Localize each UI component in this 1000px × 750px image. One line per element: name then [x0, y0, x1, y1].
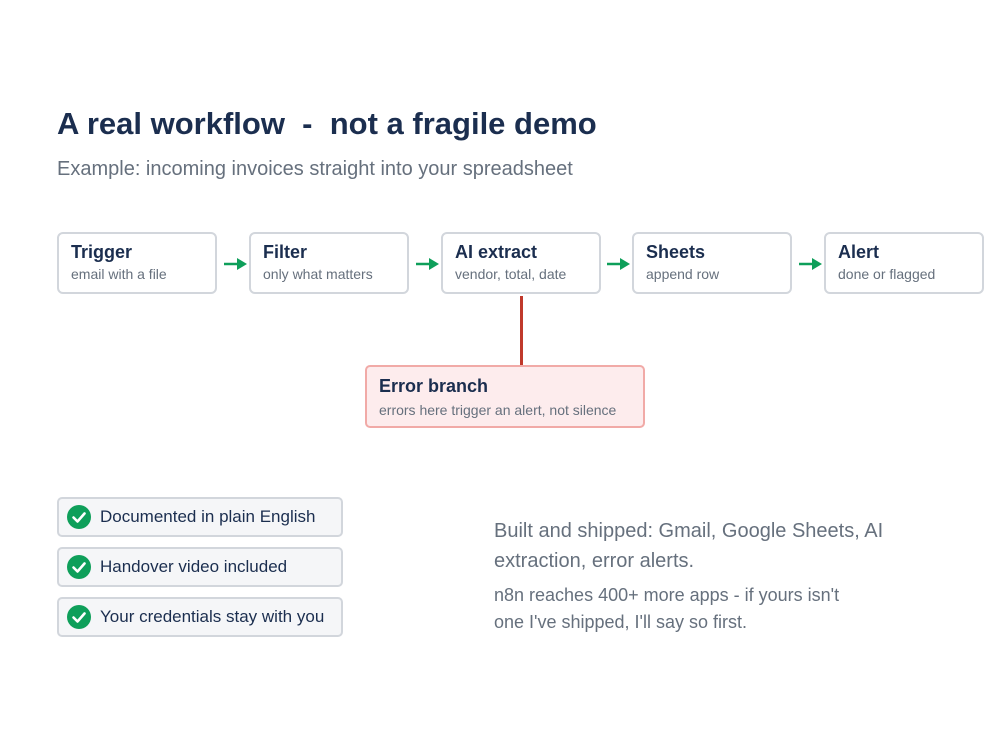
- node-label: Filter: [263, 242, 308, 262]
- workflow-node-trigger: Trigger email with a file: [57, 232, 217, 294]
- check-circle-icon: [67, 605, 91, 629]
- checklist-label: Your credentials stay with you: [100, 607, 325, 626]
- node-desc: only what matters: [263, 266, 373, 282]
- workflow-node-sheets: Sheets append row: [632, 232, 792, 294]
- shipped-integrations-note: Built and shipped: Gmail, Google Sheets,…: [494, 520, 884, 572]
- workflow-node-ai-extract: AI extract vendor, total, date: [441, 232, 601, 294]
- page-title: A real workflow - not a fragile demo: [57, 106, 597, 141]
- error-branch-desc: errors here trigger an alert, not silenc…: [379, 402, 617, 418]
- arrow-right-icon: [416, 258, 439, 270]
- checklist-item: Your credentials stay with you: [57, 597, 343, 637]
- error-branch-label: Error branch: [379, 376, 489, 396]
- arrow-right-icon: [607, 258, 630, 270]
- checklist-item: Documented in plain English: [57, 497, 343, 537]
- arrow-right-icon: [224, 258, 247, 270]
- checklist-label: Handover video included: [100, 557, 288, 576]
- check-circle-icon: [67, 505, 91, 529]
- page-subtitle: Example: incoming invoices straight into…: [57, 158, 573, 180]
- node-desc: vendor, total, date: [455, 266, 567, 282]
- node-label: Sheets: [646, 242, 706, 262]
- node-desc: email with a file: [71, 266, 167, 282]
- error-branch-node: Error branch errors here trigger an aler…: [365, 365, 645, 428]
- node-label: Trigger: [71, 242, 133, 262]
- error-branch-connector: [520, 296, 523, 366]
- node-desc: append row: [646, 266, 720, 282]
- node-label: Alert: [838, 242, 880, 262]
- workflow-node-alert: Alert done or flagged: [824, 232, 984, 294]
- node-label: AI extract: [455, 242, 538, 262]
- check-circle-icon: [67, 555, 91, 579]
- workflow-node-filter: Filter only what matters: [249, 232, 409, 294]
- more-apps-note: n8n reaches 400+ more apps - if yours is…: [494, 585, 840, 632]
- arrow-right-icon: [799, 258, 822, 270]
- node-desc: done or flagged: [838, 266, 936, 282]
- checklist-label: Documented in plain English: [100, 507, 316, 526]
- checklist-item: Handover video included: [57, 547, 343, 587]
